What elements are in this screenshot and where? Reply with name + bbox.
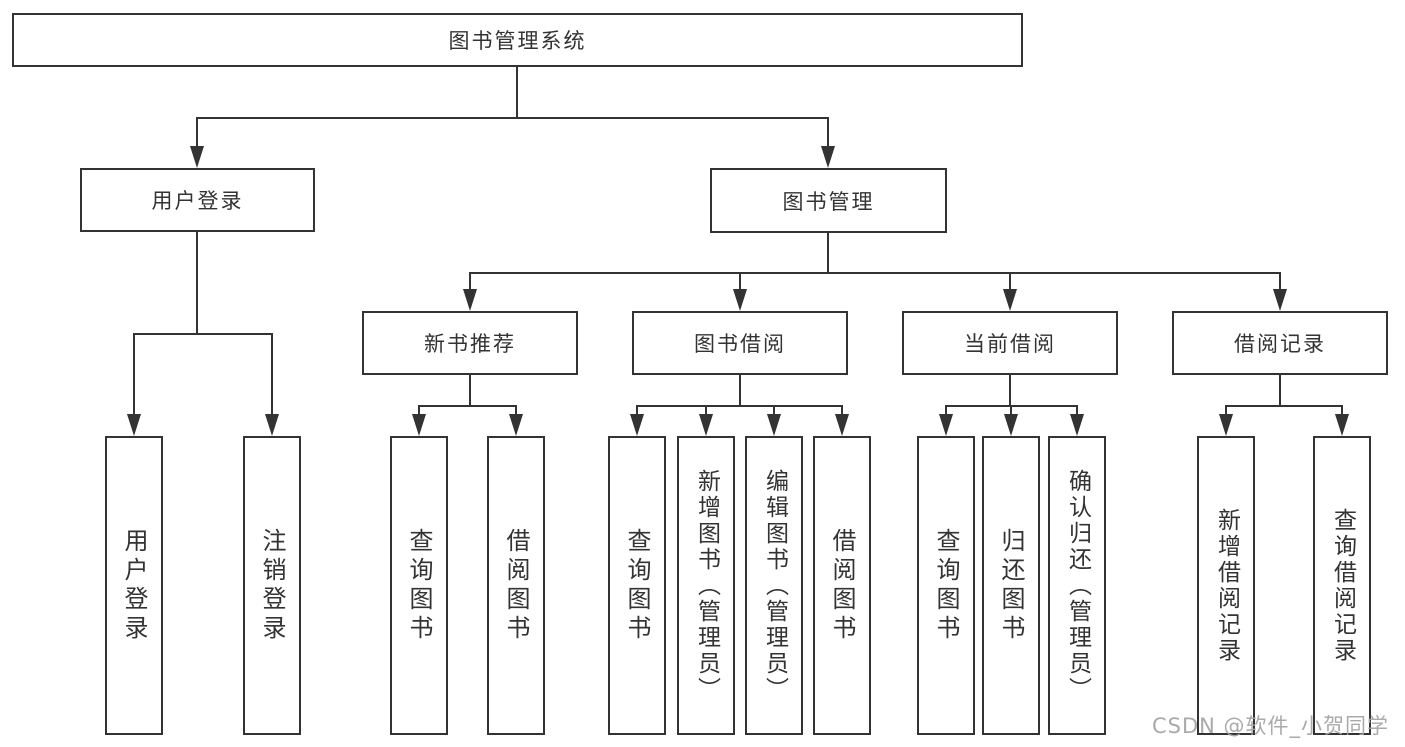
leaf-query-book: 查询图书 — [390, 436, 448, 735]
node-current-borrow: 当前借阅 — [902, 311, 1118, 375]
arrow-down-icon — [630, 414, 644, 436]
connector-line — [469, 272, 1281, 274]
connector-line — [418, 405, 517, 407]
node-book-borrow: 图书借阅 — [632, 311, 848, 375]
connector-line — [469, 375, 471, 406]
arrow-down-icon — [127, 414, 141, 436]
connector-line — [1225, 406, 1227, 414]
leaf-borrow-book: 借阅图书 — [487, 436, 545, 735]
arrow-down-icon — [412, 414, 426, 436]
arrow-down-icon — [699, 414, 713, 436]
node-borrow-records: 借阅记录 — [1172, 311, 1388, 375]
connector-line — [196, 118, 198, 146]
connector-line — [271, 334, 273, 414]
leaf-query-book-3: 查询图书 — [917, 436, 975, 735]
connector-line — [516, 67, 518, 118]
connector-line — [1009, 273, 1011, 289]
connector-line — [827, 233, 829, 273]
leaf-logout: 注销登录 — [243, 436, 301, 735]
arrow-down-icon — [1070, 414, 1084, 436]
arrow-down-icon — [1335, 414, 1349, 436]
node-new-book-recommend: 新书推荐 — [362, 311, 578, 375]
connector-line — [196, 232, 198, 334]
leaf-add-borrow-record: 新增借阅记录 — [1197, 436, 1255, 735]
leaf-borrow-book-2: 借阅图书 — [813, 436, 871, 735]
arrow-down-icon — [509, 414, 523, 436]
node-root: 图书管理系统 — [12, 13, 1023, 67]
connector-line — [1279, 375, 1281, 406]
connector-line — [636, 405, 843, 407]
connector-line — [1009, 375, 1011, 406]
connector-line — [739, 375, 741, 406]
arrow-down-icon — [767, 414, 781, 436]
watermark: CSDN @软件_小贺同学 — [1152, 714, 1390, 738]
connector-line — [773, 406, 775, 414]
connector-line — [636, 406, 638, 414]
connector-line — [418, 406, 420, 414]
leaf-query-book-2: 查询图书 — [608, 436, 666, 735]
arrow-down-icon — [733, 289, 747, 311]
arrow-down-icon — [1273, 289, 1287, 311]
leaf-confirm-return-admin: 确认归还（管理员） — [1048, 436, 1106, 735]
leaf-return-book: 归还图书 — [982, 436, 1040, 735]
connector-line — [1076, 406, 1078, 414]
connector-line — [1279, 273, 1281, 289]
arrow-down-icon — [265, 414, 279, 436]
connector-line — [739, 273, 741, 289]
leaf-query-borrow-record: 查询借阅记录 — [1313, 436, 1371, 735]
connector-line — [945, 406, 947, 414]
connector-line — [469, 273, 471, 289]
leaf-user-login: 用户登录 — [105, 436, 163, 735]
connector-line — [705, 406, 707, 414]
node-book-management: 图书管理 — [710, 168, 947, 233]
arrow-down-icon — [821, 146, 835, 168]
arrow-down-icon — [1003, 289, 1017, 311]
arrow-down-icon — [939, 414, 953, 436]
arrow-down-icon — [1219, 414, 1233, 436]
arrow-down-icon — [463, 289, 477, 311]
connector-line — [515, 406, 517, 414]
node-user-login: 用户登录 — [80, 168, 315, 232]
arrow-down-icon — [1004, 414, 1018, 436]
connector-line — [1010, 406, 1012, 414]
connector-line — [133, 334, 135, 414]
arrow-down-icon — [190, 146, 204, 168]
connector-line — [1225, 405, 1343, 407]
connector-line — [133, 333, 273, 335]
leaf-edit-book-admin: 编辑图书（管理员） — [745, 436, 803, 735]
connector-line — [841, 406, 843, 414]
leaf-add-book-admin: 新增图书（管理员） — [677, 436, 735, 735]
arrow-down-icon — [835, 414, 849, 436]
connector-line — [827, 118, 829, 146]
connector-line — [1341, 406, 1343, 414]
connector-line — [196, 117, 829, 119]
